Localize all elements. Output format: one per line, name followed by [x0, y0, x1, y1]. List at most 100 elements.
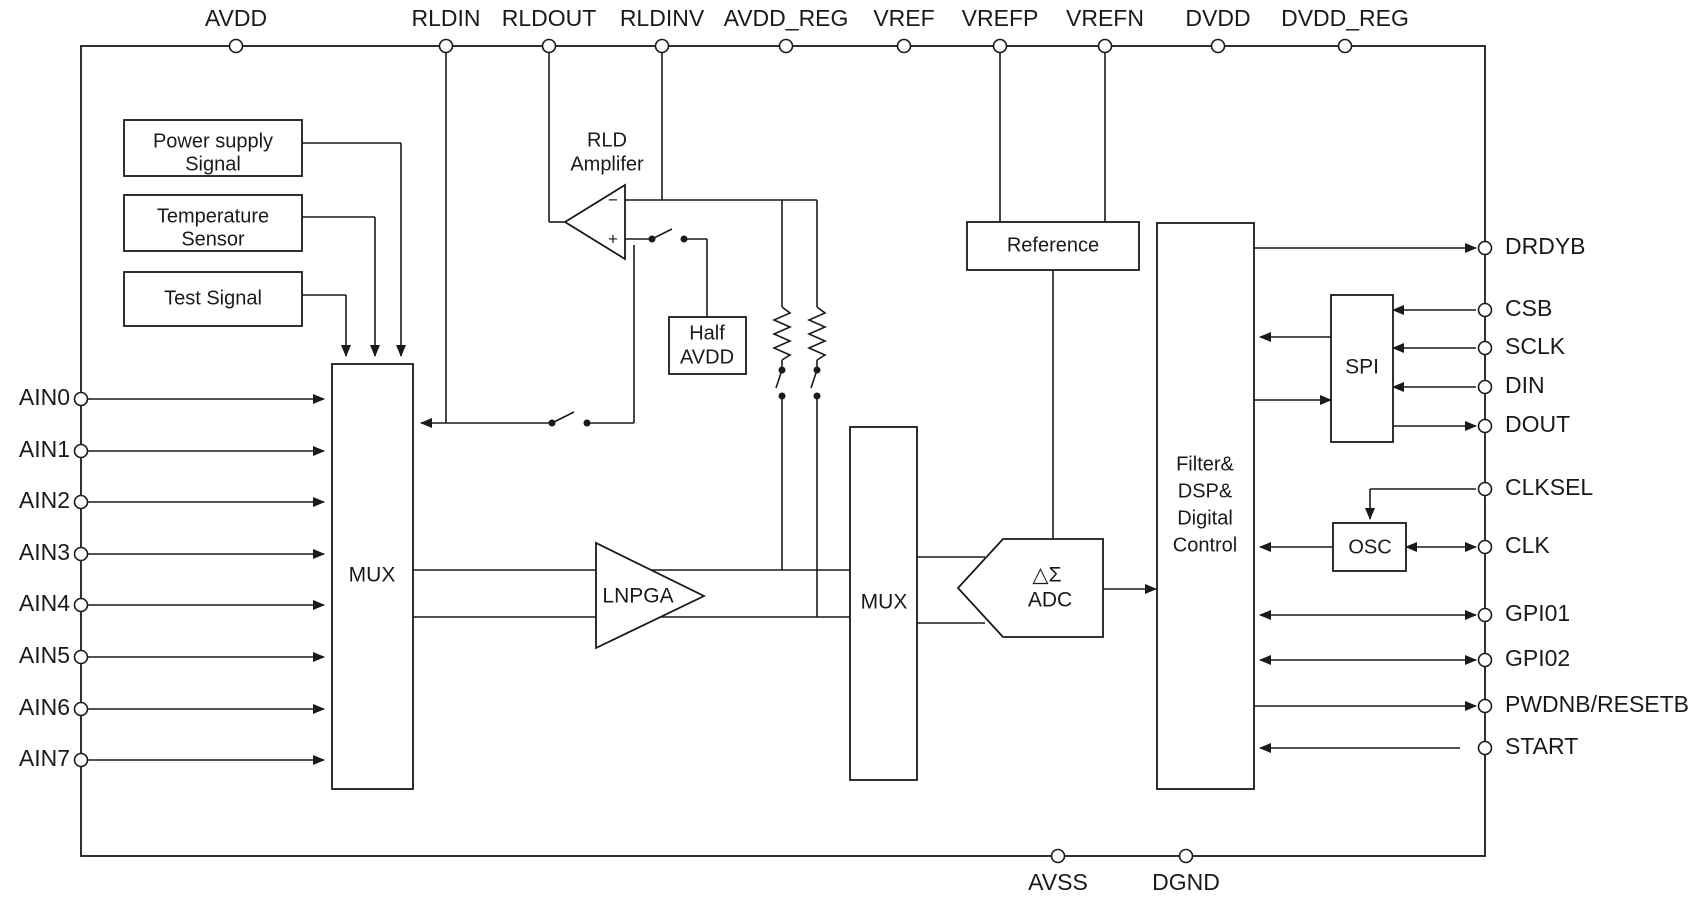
half-avdd-label-line1: Half — [689, 322, 725, 344]
power-supply-signal-block: Power supply Signal — [123, 119, 303, 177]
osc-block: OSC — [1332, 522, 1407, 572]
pin-ain5-label: AIN5 — [19, 642, 70, 668]
pin-ain4-circle — [73, 597, 89, 613]
delta-sigma-adc-block: △Σ ADC — [956, 538, 1104, 638]
pin-vref-circle — [896, 38, 912, 54]
pin-avss-label: AVSS — [1028, 869, 1088, 895]
rld-minus-sign: − — [608, 190, 618, 209]
test-signal-block: Test Signal — [123, 271, 303, 327]
pin-dout-circle — [1477, 418, 1493, 434]
pin-gpi02-circle — [1477, 652, 1493, 668]
pin-clksel-label: CLKSEL — [1505, 474, 1593, 500]
pin-vrefn-label: VREFN — [1066, 5, 1144, 31]
pin-ain1-label: AIN1 — [19, 436, 70, 462]
spi-label: SPI — [1345, 356, 1379, 379]
input-mux-label: MUX — [349, 564, 396, 587]
pin-clksel-circle — [1477, 481, 1493, 497]
osc-label: OSC — [1348, 536, 1391, 558]
pin-din-circle — [1477, 379, 1493, 395]
dsp-control-block: Filter& DSP& Digital Control — [1156, 222, 1255, 790]
pin-clk-label: CLK — [1505, 532, 1550, 558]
pin-ain7-circle — [73, 752, 89, 768]
rld-label-line1: RLD — [587, 129, 627, 151]
spi-block: SPI — [1330, 294, 1394, 443]
pin-layer: AVDD RLDIN RLDOUT RLDINV AVDD_REG VREF VREFP VR… — [19, 5, 1689, 895]
temperature-sensor-block: Temperature Sensor — [123, 194, 303, 252]
adc-label-line2: ADC — [1028, 589, 1072, 612]
pin-dvdd-label: DVDD — [1185, 5, 1250, 31]
pin-dvdd-reg-label: DVDD_REG — [1281, 5, 1409, 31]
pin-dgnd-circle — [1178, 848, 1194, 864]
pin-ain0-circle — [73, 391, 89, 407]
pin-avss-circle — [1050, 848, 1066, 864]
pin-rldinv-circle — [654, 38, 670, 54]
dsp-label-line3: Digital — [1177, 507, 1233, 529]
pin-ain2-circle — [73, 494, 89, 510]
adc-mux-block: MUX — [849, 426, 918, 781]
pin-ain6-circle — [73, 701, 89, 717]
adc-mux-label: MUX — [861, 591, 908, 614]
temperature-label-line1: Temperature — [157, 205, 269, 227]
switch-contacts — [548, 235, 821, 427]
dsp-label-line1: Filter& — [1176, 453, 1234, 475]
dsp-label-line2: DSP& — [1178, 480, 1233, 502]
pin-rldin-circle — [438, 38, 454, 54]
pin-avdd-label: AVDD — [205, 5, 267, 31]
pin-avdd-circle — [228, 38, 244, 54]
pin-start-circle — [1477, 740, 1493, 756]
pin-avdd-reg-label: AVDD_REG — [724, 5, 849, 31]
pin-ain5-circle — [73, 649, 89, 665]
reference-label: Reference — [1007, 234, 1099, 256]
pin-dout-label: DOUT — [1505, 411, 1570, 437]
rld-plus-sign: + — [608, 229, 618, 248]
pin-gpi02-label: GPI02 — [1505, 645, 1570, 671]
temperature-label-line2: Sensor — [181, 228, 245, 250]
pin-rldinv-label: RLDINV — [620, 5, 705, 31]
adc-label-line1: △Σ — [1032, 564, 1061, 587]
pin-vref-label: VREF — [873, 5, 934, 31]
pin-dvdd-circle — [1210, 38, 1226, 54]
pin-drdyb-circle — [1477, 240, 1493, 256]
pin-gpi01-label: GPI01 — [1505, 600, 1570, 626]
dsp-label-line4: Control — [1173, 534, 1237, 556]
pin-ain4-label: AIN4 — [19, 590, 70, 616]
pin-ain7-label: AIN7 — [19, 745, 70, 771]
pin-vrefn-circle — [1097, 38, 1113, 54]
pin-rldout-circle — [541, 38, 557, 54]
pin-drdyb-label: DRDYB — [1505, 233, 1586, 259]
power-supply-label-line1: Power supply — [153, 130, 273, 152]
power-supply-label-line2: Signal — [185, 153, 241, 175]
pin-ain3-circle — [73, 546, 89, 562]
pin-csb-label: CSB — [1505, 295, 1552, 321]
reference-block: Reference — [966, 221, 1140, 271]
pin-din-label: DIN — [1505, 372, 1545, 398]
input-mux-block: MUX — [331, 363, 414, 790]
rld-amplifier-block: − + RLD Amplifer — [563, 129, 644, 261]
pin-ain6-label: AIN6 — [19, 694, 70, 720]
pin-ain0-label: AIN0 — [19, 384, 70, 410]
pin-csb-circle — [1477, 302, 1493, 318]
pin-pwdnb-resetb-label: PWDNB/RESETB — [1505, 691, 1689, 717]
pin-rldin-label: RLDIN — [411, 5, 480, 31]
test-signal-label: Test Signal — [164, 287, 262, 309]
pin-start-label: START — [1505, 733, 1578, 759]
pin-gpi01-circle — [1477, 607, 1493, 623]
lnpga-label: LNPGA — [602, 585, 673, 608]
pin-ain1-circle — [73, 443, 89, 459]
pin-avdd-reg-circle — [778, 38, 794, 54]
half-avdd-block: Half AVDD — [668, 316, 747, 375]
pin-vrefp-label: VREFP — [962, 5, 1039, 31]
half-avdd-label-line2: AVDD — [680, 346, 734, 368]
lnpga-block: LNPGA — [595, 541, 707, 650]
pin-sclk-label: SCLK — [1505, 333, 1566, 359]
pin-pwdnb-resetb-circle — [1477, 698, 1493, 714]
pin-clk-circle — [1477, 539, 1493, 555]
pin-ain2-label: AIN2 — [19, 487, 70, 513]
pin-rldout-label: RLDOUT — [502, 5, 597, 31]
rld-label-line2: Amplifer — [570, 153, 644, 175]
pin-sclk-circle — [1477, 340, 1493, 356]
pin-dgnd-label: DGND — [1152, 869, 1220, 895]
pin-ain3-label: AIN3 — [19, 539, 70, 565]
